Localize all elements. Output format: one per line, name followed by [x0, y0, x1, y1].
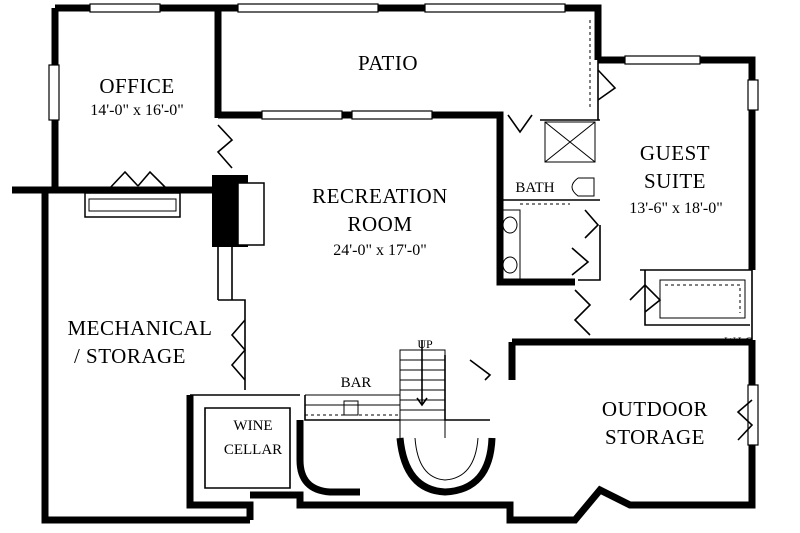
wic-shelf [659, 279, 746, 319]
mechanical-label-line2: / STORAGE [74, 344, 186, 368]
guest-suite-dims: 13'-6" x 18'-0" [629, 200, 722, 217]
bar-counter [305, 394, 400, 416]
mechanical-label-line1: MECHANICAL [68, 316, 213, 340]
curved-walls [296, 420, 496, 496]
stairs-up-label: UP [417, 337, 433, 351]
room-labels: OFFICE 14'-0" x 16'-0" PATIO RECREATION … [68, 51, 756, 458]
guest-suite-label-line1: GUEST [640, 141, 710, 165]
office-label: OFFICE [99, 74, 174, 98]
dashed-outlines [231, 20, 591, 300]
recreation-dims: 24'-0" x 17'-0" [333, 242, 426, 259]
doors [107, 69, 754, 441]
bar-label: BAR [341, 375, 372, 391]
outdoor-storage-label-line2: STORAGE [605, 425, 705, 449]
patio-label: PATIO [358, 51, 418, 75]
wic-label: W.I.C. [724, 334, 755, 348]
office-dims: 14'-0" x 16'-0" [90, 102, 183, 119]
bath-label: BATH [515, 180, 554, 196]
windows [48, 3, 759, 446]
stairs [399, 340, 446, 438]
recreation-label-line1: RECREATION [312, 184, 448, 208]
wine-cellar-label-line2: CELLAR [224, 442, 282, 458]
recreation-label-line2: ROOM [347, 212, 412, 236]
outdoor-storage-label-line1: OUTDOOR [602, 397, 708, 421]
guest-suite-label-line2: SUITE [644, 169, 706, 193]
wine-cellar-label-line1: WINE [233, 418, 272, 434]
fireplace [84, 175, 265, 247]
bath-fixtures [499, 121, 596, 281]
interior-walls [190, 60, 753, 489]
